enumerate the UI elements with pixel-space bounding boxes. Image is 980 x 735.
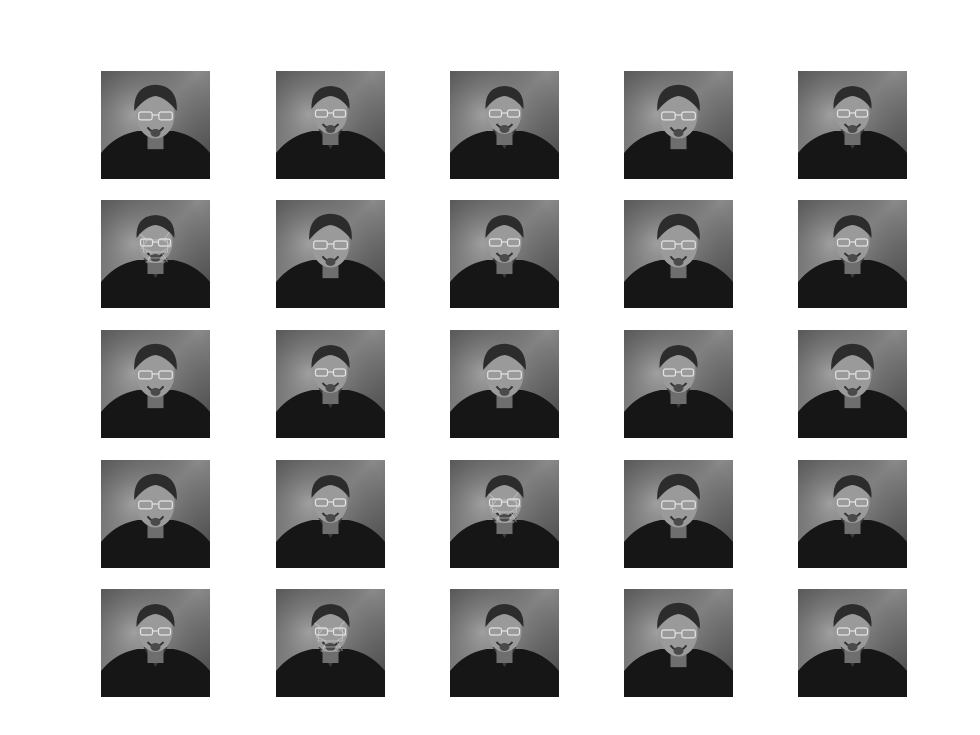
portrait-thumbnail xyxy=(798,71,907,179)
portrait-thumbnail xyxy=(276,200,385,308)
portrait-thumbnail xyxy=(798,460,907,568)
portrait-thumbnail xyxy=(450,589,559,697)
portrait-thumbnail xyxy=(798,330,907,438)
portrait-thumbnail xyxy=(101,460,210,568)
portrait-thumbnail xyxy=(101,200,210,308)
portrait-thumbnail xyxy=(624,460,733,568)
portrait-thumbnail xyxy=(624,71,733,179)
portrait-thumbnail xyxy=(101,589,210,697)
portrait-thumbnail xyxy=(450,200,559,308)
portrait-thumbnail xyxy=(276,460,385,568)
portrait-thumbnail xyxy=(101,71,210,179)
portrait-thumbnail xyxy=(450,71,559,179)
portrait-thumbnail xyxy=(450,330,559,438)
portrait-thumbnail xyxy=(450,460,559,568)
portrait-thumbnail xyxy=(624,200,733,308)
portrait-thumbnail xyxy=(624,330,733,438)
portrait-thumbnail xyxy=(101,330,210,438)
portrait-thumbnail xyxy=(276,330,385,438)
portrait-thumbnail xyxy=(624,589,733,697)
portrait-thumbnail xyxy=(276,71,385,179)
portrait-thumbnail xyxy=(798,589,907,697)
portrait-thumbnail xyxy=(798,200,907,308)
portrait-thumbnail xyxy=(276,589,385,697)
